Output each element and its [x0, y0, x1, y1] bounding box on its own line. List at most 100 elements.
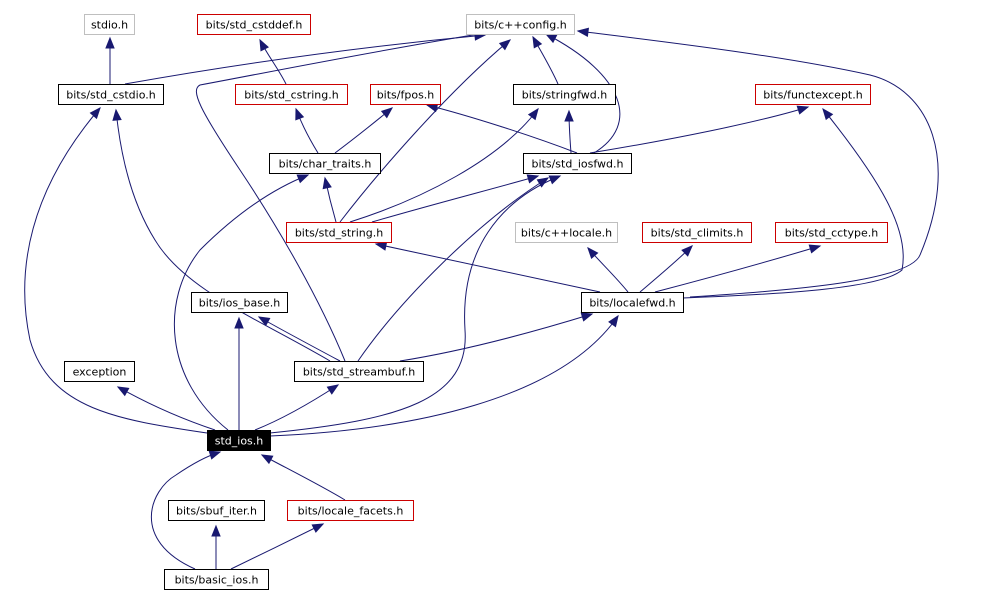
node-basic-ios[interactable]: bits/basic_ios.h — [164, 569, 269, 590]
node-box — [515, 222, 618, 243]
node-label: bits/ios_base.h — [199, 297, 281, 310]
node-std-string[interactable]: bits/std_string.h — [286, 222, 392, 243]
node-fpos[interactable]: bits/fpos.h — [370, 84, 441, 105]
edge-std-cstdio-to-stdio — [105, 36, 115, 84]
edge-std-ios-to-std-cstdio-arrowhead — [89, 106, 101, 120]
edge-std-string-to-cxxconfig — [339, 39, 512, 223]
edge-std-ios-to-localefwd-arrowhead — [608, 314, 619, 328]
edge-std-streambuf-to-std-iosfwd — [357, 177, 550, 362]
dependency-edges — [24, 27, 939, 570]
edge-std-iosfwd-to-cxxconfig-line — [545, 33, 621, 154]
node-label: bits/std_streambuf.h — [303, 366, 415, 379]
edge-localefwd-to-functexcept-arrowhead — [822, 107, 834, 121]
node-label: std_ios.h — [215, 435, 264, 448]
edge-localefwd-to-cxxconfig-arrowhead — [576, 27, 590, 37]
edge-std-ios-to-exception-arrowhead — [116, 386, 130, 397]
node-label: bits/basic_ios.h — [175, 574, 259, 587]
node-box — [294, 361, 424, 382]
edge-localefwd-to-functexcept — [682, 107, 904, 299]
edge-std-iosfwd-to-functexcept-arrowhead — [796, 105, 810, 115]
edge-locale-facets-to-std-ios-line — [261, 454, 346, 501]
node-box — [164, 569, 269, 590]
edge-std-ios-to-std-iosfwd-arrowhead — [548, 175, 562, 185]
edge-localefwd-to-std-cctype — [654, 244, 822, 293]
edge-localefwd-to-std-string-arrowhead — [374, 241, 388, 251]
edge-std-string-to-stringfwd — [349, 107, 539, 223]
node-char-traits[interactable]: bits/char_traits.h — [269, 153, 381, 174]
node-ios-base[interactable]: bits/ios_base.h — [191, 292, 288, 313]
edge-std-ios-to-std-iosfwd — [269, 175, 562, 434]
node-std-climits[interactable]: bits/std_climits.h — [642, 222, 752, 243]
node-box — [755, 84, 871, 105]
edge-std-string-to-char-traits-arrowhead — [322, 176, 332, 190]
edge-basic-ios-to-sbuf-iter-arrowhead — [211, 524, 221, 537]
edge-std-cstring-to-std-cstddef — [259, 38, 287, 85]
edge-std-streambuf-to-std-cstdio-arrowhead — [112, 108, 122, 121]
node-label: bits/functexcept.h — [763, 89, 862, 102]
edge-localefwd-to-std-cctype-line — [654, 245, 821, 293]
node-functexcept[interactable]: bits/functexcept.h — [755, 84, 871, 105]
edge-stringfwd-to-cxxconfig-arrowhead — [532, 35, 543, 49]
node-label: stdio.h — [91, 19, 128, 32]
edge-std-streambuf-to-cxxconfig-line — [195, 32, 486, 362]
edge-std-ios-to-localefwd — [269, 314, 619, 437]
node-label: exception — [73, 366, 127, 379]
node-box — [197, 14, 311, 35]
edge-std-streambuf-to-std-cstdio-line — [115, 109, 331, 362]
edge-std-streambuf-to-ios-base — [257, 316, 341, 362]
edge-char-traits-to-fpos-arrowhead — [380, 107, 394, 119]
edge-std-streambuf-to-std-iosfwd-line — [357, 177, 549, 362]
node-box — [191, 292, 288, 313]
edge-std-string-to-char-traits — [322, 176, 337, 223]
edge-std-streambuf-to-std-cstdio — [112, 108, 331, 362]
node-box — [269, 153, 381, 174]
node-box — [775, 222, 888, 243]
node-box — [523, 153, 632, 174]
node-std-ios[interactable]: std_ios.h — [207, 430, 271, 451]
node-std-cstring[interactable]: bits/std_cstring.h — [235, 84, 348, 105]
edge-std-cstdio-to-cxxconfig-line — [124, 34, 486, 85]
node-sbuf-iter[interactable]: bits/sbuf_iter.h — [168, 500, 265, 521]
node-localefwd[interactable]: bits/localefwd.h — [581, 292, 684, 313]
node-locale-facets[interactable]: bits/locale_facets.h — [287, 500, 414, 521]
node-cxxconfig[interactable]: bits/c++config.h — [466, 14, 575, 35]
node-std-iosfwd[interactable]: bits/std_iosfwd.h — [523, 153, 632, 174]
edge-char-traits-to-fpos-line — [334, 107, 393, 154]
edge-std-string-to-cxxconfig-arrowhead — [498, 39, 512, 51]
edge-localefwd-to-cxxlocale — [587, 246, 629, 293]
edge-basic-ios-to-sbuf-iter — [211, 524, 221, 569]
node-label: bits/std_climits.h — [651, 227, 744, 240]
edge-localefwd-to-std-string-line — [375, 243, 601, 293]
node-box — [235, 84, 348, 105]
node-label: bits/std_cstring.h — [244, 89, 338, 102]
edge-localefwd-to-cxxconfig — [576, 27, 939, 298]
node-std-cctype[interactable]: bits/std_cctype.h — [775, 222, 888, 243]
node-cxxlocale[interactable]: bits/c++locale.h — [515, 222, 618, 243]
edge-std-string-to-std-iosfwd-arrowhead — [526, 174, 540, 184]
node-std-streambuf[interactable]: bits/std_streambuf.h — [294, 361, 424, 382]
edge-std-string-to-stringfwd-line — [349, 108, 539, 223]
edge-std-ios-to-std-streambuf — [254, 384, 340, 431]
node-label: bits/fpos.h — [377, 89, 435, 102]
node-stringfwd[interactable]: bits/stringfwd.h — [513, 84, 616, 105]
node-box — [642, 222, 752, 243]
edge-std-ios-to-exception — [116, 386, 216, 431]
edge-std-cstdio-to-stdio-arrowhead — [105, 36, 115, 49]
node-box — [466, 14, 575, 35]
edge-localefwd-to-cxxlocale-arrowhead — [587, 246, 599, 260]
edge-std-ios-to-localefwd-line — [269, 315, 619, 437]
edge-basic-ios-to-std-ios — [151, 450, 222, 570]
node-label: bits/std_string.h — [295, 227, 383, 240]
node-std-cstddef[interactable]: bits/std_cstddef.h — [197, 14, 311, 35]
node-std-cstdio[interactable]: bits/std_cstdio.h — [58, 84, 164, 105]
edge-std-ios-to-std-cstdio-line — [24, 107, 208, 434]
edge-basic-ios-to-locale-facets-line — [230, 523, 324, 570]
edge-localefwd-to-std-string — [374, 241, 601, 293]
node-exception[interactable]: exception — [64, 361, 135, 382]
edge-std-streambuf-to-localefwd-arrowhead — [580, 312, 594, 322]
node-label: bits/c++locale.h — [521, 227, 612, 240]
node-box — [513, 84, 616, 105]
node-label: bits/char_traits.h — [279, 158, 372, 171]
node-stdio[interactable]: stdio.h — [84, 14, 135, 35]
